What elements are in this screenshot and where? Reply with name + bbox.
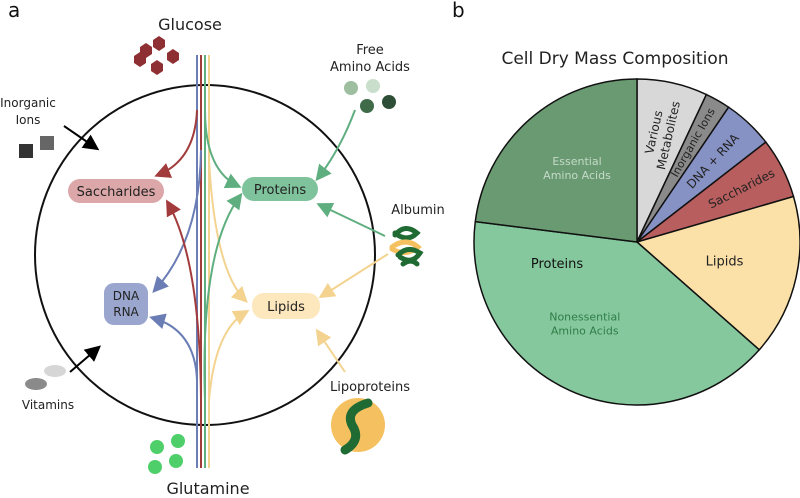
- pool-saccharides-label: Saccharides: [77, 185, 156, 200]
- panel-b: b Cell Dry Mass Composition VariousMetab…: [452, 0, 800, 406]
- inorganic-ions-arrow: [63, 125, 100, 151]
- albumin-to-proteins-arrow: [316, 202, 386, 237]
- inorganic-ions-label-1: Inorganic: [0, 96, 56, 110]
- pie-slice-essential-amino-acids: [474, 78, 638, 243]
- lipoproteins-label: Lipoproteins: [330, 380, 410, 395]
- glucose-arrows: [152, 109, 248, 303]
- free-amino-acids-arrow: [315, 109, 356, 182]
- lipoproteins-arrow: [315, 328, 346, 373]
- flux-trunk: [196, 55, 210, 468]
- glucose-label: Glucose: [158, 15, 222, 34]
- vitamins-icon: [25, 365, 66, 390]
- glutamine-label: Glutamine: [166, 479, 249, 498]
- panel-a-letter: a: [8, 0, 20, 22]
- pool-lipids-label: Lipids: [267, 300, 305, 315]
- pool-rna-label: RNA: [113, 305, 139, 319]
- free-amino-acids-label-2: Amino Acids: [330, 60, 410, 75]
- pie-label-lipids: Lipids: [706, 254, 744, 269]
- inorganic-ions-label-2: Ions: [16, 113, 41, 127]
- pool-saccharides: Saccharides: [68, 179, 164, 203]
- pool-nucleic-acids: DNA RNA: [104, 283, 148, 325]
- panel-b-letter: b: [452, 0, 465, 22]
- panel-a: a Glucose: [0, 0, 445, 498]
- inorganic-ions-icon: [19, 136, 54, 158]
- albumin-label: Albumin: [391, 203, 445, 218]
- pool-proteins: Proteins: [242, 177, 318, 201]
- glutamine-arrows: [149, 192, 250, 401]
- vitamins-arrow: [69, 345, 102, 373]
- pie-group-label: Proteins: [531, 257, 584, 272]
- albumin-to-lipids-arrow: [318, 253, 389, 299]
- glucose-hexagons-icon: [134, 36, 179, 75]
- pool-lipids: Lipids: [252, 293, 320, 319]
- albumin-icon: [389, 226, 424, 267]
- free-amino-acids-icon: [344, 79, 396, 113]
- free-amino-acids-label-1: Free: [356, 43, 384, 58]
- vitamins-label: Vitamins: [22, 398, 74, 412]
- pie-slice-nonessential-amino-acids: [473, 220, 761, 406]
- pool-dna-label: DNA: [113, 289, 140, 303]
- pie-title: Cell Dry Mass Composition: [501, 49, 728, 69]
- pool-proteins-label: Proteins: [254, 183, 307, 198]
- glutamine-icon: [148, 434, 185, 474]
- pie-slice-lipids: [635, 195, 800, 351]
- lipoprotein-icon: [331, 398, 385, 455]
